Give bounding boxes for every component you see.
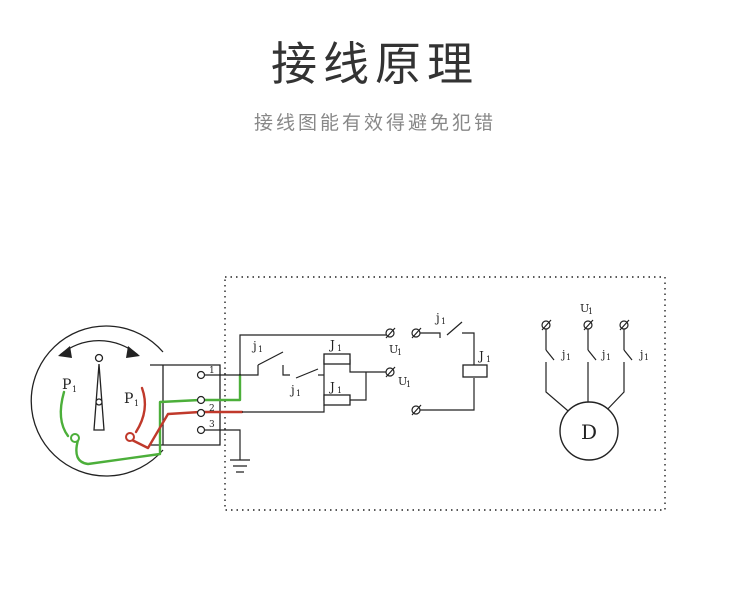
coil-circuit: [419, 321, 475, 411]
page-title: 接线原理: [271, 37, 479, 91]
terminal-label-1: 1: [209, 366, 215, 376]
relay-coil-right: [462, 364, 488, 378]
motor-u1-subscript: 1: [588, 307, 593, 316]
u1-upper-subscript: 1: [397, 348, 402, 357]
green-wire-end: [70, 433, 80, 443]
gauge-dial-arc: [59, 339, 139, 356]
u1-lower-subscript: 1: [406, 380, 411, 389]
gauge-needle: [93, 363, 105, 431]
gauge-body: [30, 325, 164, 477]
coil-terminals: [411, 327, 422, 416]
u1-lower-label: U: [398, 375, 407, 388]
J1-lower-label: J: [328, 380, 335, 394]
right-pointer-label: P: [124, 391, 133, 407]
ground-symbol: [205, 429, 250, 473]
page-subtitle: 接线图能有效得避免犯错: [253, 112, 496, 134]
j1-right-label: j: [434, 311, 440, 325]
j1-upper-label: j: [251, 339, 257, 353]
motor-j1-mid-subscript: 1: [606, 353, 611, 362]
gauge-center-pin: [95, 398, 103, 406]
motor-u1-label: U: [580, 302, 589, 315]
motor-j1-left-subscript: 1: [566, 353, 571, 362]
relay-coil-upper: [323, 353, 351, 365]
u1-upper-label: U: [389, 343, 398, 356]
J1-lower-subscript: 1: [337, 386, 342, 395]
motor-j1-mid-label: j: [600, 348, 605, 361]
terminal-block: [196, 370, 206, 435]
J1-right-subscript: 1: [486, 355, 491, 364]
j1-lower-subscript: 1: [296, 389, 301, 398]
relay-coil-lower: [323, 394, 351, 406]
motor-wiring: [545, 329, 633, 417]
j1-right-subscript: 1: [441, 317, 446, 326]
arc-arrow-right: [126, 346, 140, 358]
j1-lower-label: j: [289, 383, 295, 397]
J1-upper-subscript: 1: [337, 344, 342, 353]
motor-circle: [559, 401, 619, 461]
gauge-connector-housing: [150, 364, 221, 446]
control-box-outline: [224, 276, 666, 511]
arc-arrow-left: [58, 346, 72, 358]
red-wire-end: [125, 432, 135, 442]
motor-j1-right-subscript: 1: [644, 353, 649, 362]
gauge-top-pin: [94, 353, 104, 363]
left-pointer-subscript: 1: [72, 385, 77, 394]
motor-terminals: [541, 319, 630, 331]
terminal-label-3: 3: [209, 420, 215, 430]
right-pointer-subscript: 1: [134, 399, 139, 408]
J1-right-label: J: [477, 349, 484, 363]
j1-upper-subscript: 1: [258, 345, 263, 354]
terminal-label-2: 2: [209, 404, 215, 414]
green-wire: [59, 373, 242, 466]
u1-terminals: [385, 327, 396, 378]
red-wire: [130, 386, 244, 450]
motor-label: D: [581, 420, 597, 444]
left-pointer-label: P: [62, 377, 71, 393]
J1-upper-label: J: [328, 338, 335, 352]
motor-j1-right-label: j: [638, 348, 643, 361]
motor-j1-left-label: j: [560, 348, 565, 361]
